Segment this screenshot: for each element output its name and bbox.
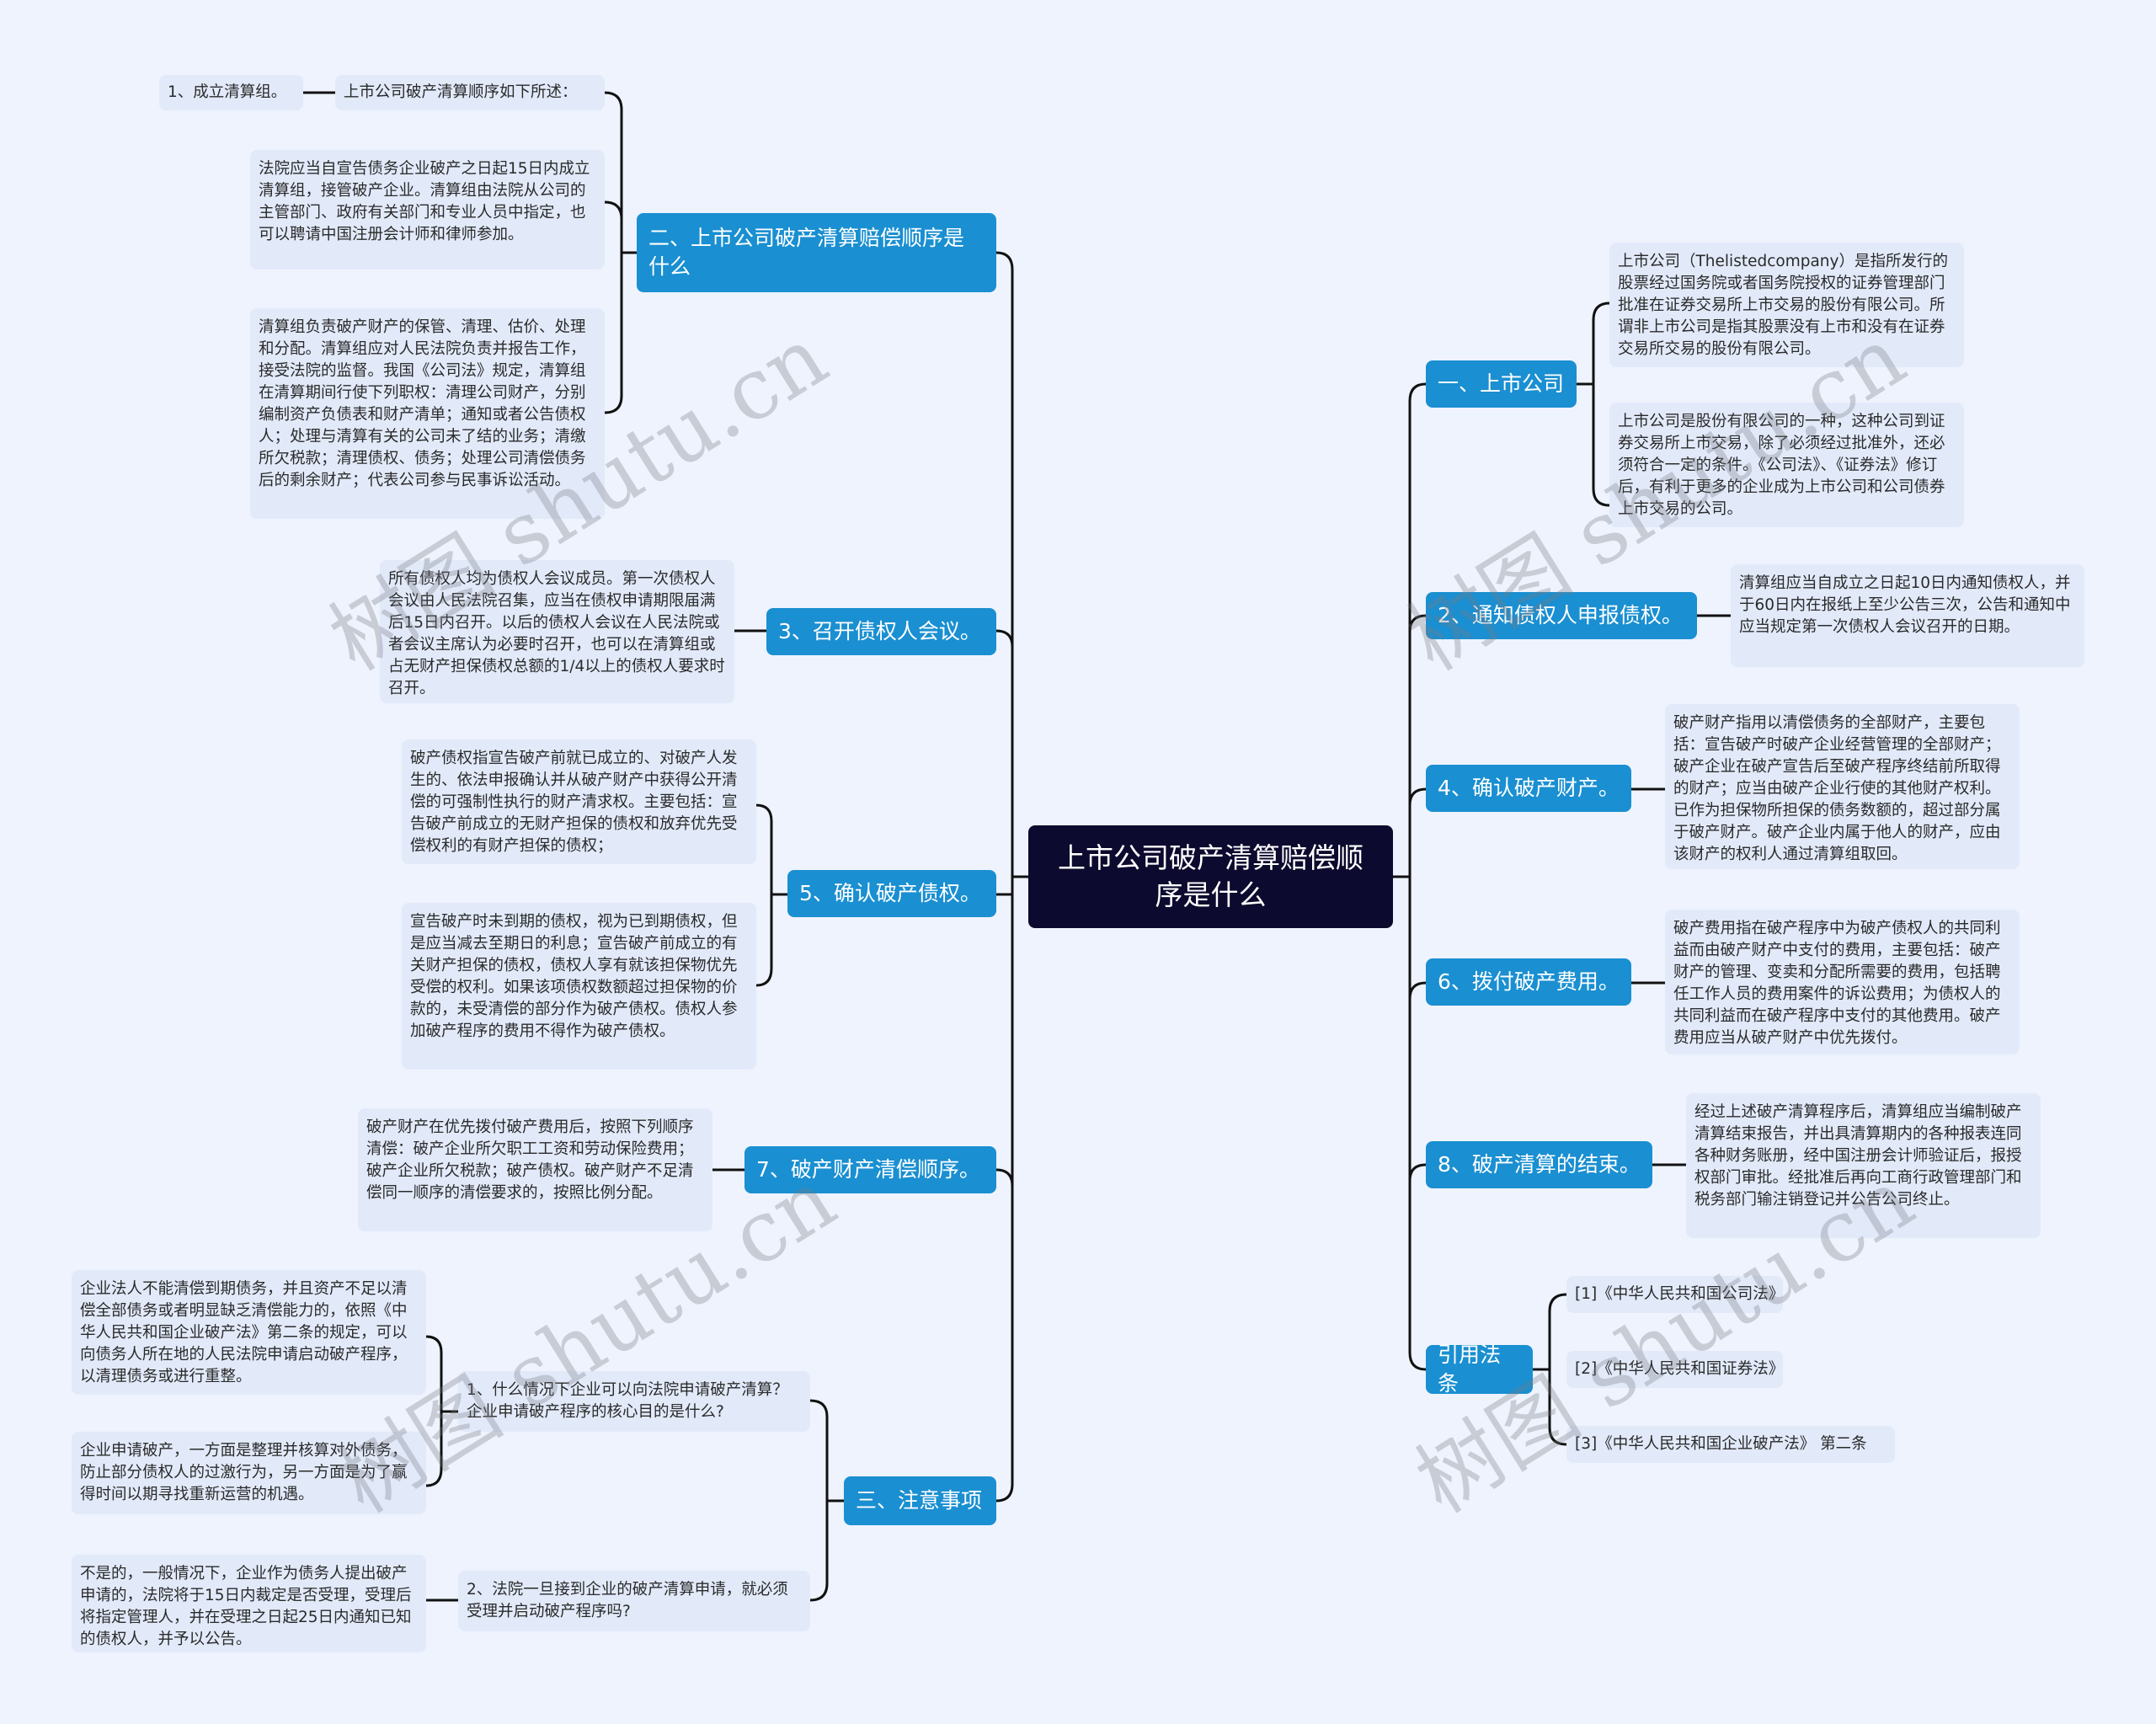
branch-8-liquidation-end[interactable]: 8、破产清算的结束。 — [1426, 1141, 1652, 1188]
connector-right-b4 — [1408, 787, 1427, 806]
connector-b5-bracket — [755, 803, 787, 987]
branch-cited-laws[interactable]: 引用法条 — [1426, 1342, 1533, 1396]
branch-section-1-listed-company[interactable]: 一、上市公司 — [1426, 360, 1577, 408]
root-node[interactable]: 上市公司破产清算赔偿顺序是什么 — [1028, 825, 1393, 928]
connector-left-b7 — [995, 1168, 1014, 1187]
b2-leaf-1[interactable]: 法院应当自宣告债务企业破产之日起15日内成立清算组，接管破产企业。清算组由法院从… — [250, 150, 605, 270]
ref-item[interactable]: [1]《中华人民共和国公司法》 — [1566, 1276, 1784, 1313]
rb1-leaf-2[interactable]: 上市公司是股份有限公司的一种，这种公司到证券交易所上市交易，除了必须经过批准外，… — [1609, 403, 1964, 527]
rb4-leaf[interactable]: 破产财产指用以清偿债务的全部财产，主要包括：宣告破产时破产企业经营管理的全部财产… — [1665, 704, 2020, 869]
branch-5-confirm-claims[interactable]: 5、确认破产债权。 — [787, 870, 996, 917]
connector-right-b8 — [1408, 1163, 1427, 1182]
connector-right-b2 — [1408, 614, 1427, 632]
b2-sub-child-node[interactable]: 1、成立清算组。 — [159, 75, 303, 110]
rb8-leaf[interactable]: 经过上述破产清算程序后，清算组应当编制破产清算结束报告，并出具清算期内的各种报表… — [1686, 1093, 2041, 1238]
branch-section-2[interactable]: 二、上市公司破产清算赔偿顺序是什么 — [637, 213, 996, 292]
connector-right-b6 — [1408, 981, 1427, 1000]
q2-node[interactable]: 2、法院一旦接到企业的破产清算申请，就必须受理并启动破产程序吗? — [458, 1571, 810, 1631]
rb2-leaf[interactable]: 清算组应当自成立之日起10日内通知债权人，并于60日内在报纸上至少公告三次，公告… — [1731, 564, 2084, 667]
b7-leaf[interactable]: 破产财产在优先拨付破产费用后，按照下列顺序清偿：破产企业所欠职工工资和劳动保险费… — [358, 1108, 712, 1231]
branch-section-3-notes[interactable]: 三、注意事项 — [844, 1476, 996, 1525]
branch-7-repayment-order[interactable]: 7、破产财产清偿顺序。 — [744, 1146, 996, 1193]
b2-leaf-2[interactable]: 清算组负责破产财产的保管、清理、估价、处理和分配。清算组应对人民法院负责并报告工… — [250, 308, 605, 519]
q1-answer-1[interactable]: 企业法人不能清偿到期债务，并且资产不足以清偿全部债务或者明显缺乏清偿能力的，依照… — [72, 1270, 426, 1395]
connector-rb1-bracket — [1577, 302, 1610, 507]
connector-b2-bracket — [604, 91, 637, 414]
ref-item[interactable]: [3]《中华人民共和国企业破产法》 第二条 — [1566, 1426, 1895, 1463]
branch-4-confirm-property[interactable]: 4、确认破产财产。 — [1426, 765, 1631, 812]
ref-item[interactable]: [2]《中华人民共和国证券法》 — [1566, 1351, 1784, 1388]
connector-refs-bracket — [1533, 1293, 1567, 1446]
rb6-leaf[interactable]: 破产费用指在破产程序中为破产债权人的共同利益而由破产财产中支付的费用，主要包括：… — [1665, 910, 2020, 1054]
rb1-leaf-1[interactable]: 上市公司（Thelistedcompany）是指所发行的股票经过国务院或者国务院… — [1609, 243, 1964, 367]
b3-leaf[interactable]: 所有债权人均为债权人会议成员。第一次债权人会议由人民法院召集，应当在债权申请期限… — [380, 560, 734, 703]
connector-3n-bracket — [809, 1399, 844, 1602]
q2-answer-1[interactable]: 不是的，一般情况下，企业作为债务人提出破产申请的，法院将于15日内裁定是否受理，… — [72, 1555, 426, 1652]
right-trunk — [1408, 382, 1427, 1371]
q1-node[interactable]: 1、什么情况下企业可以向法院申请破产清算？企业申请破产程序的核心目的是什么? — [458, 1371, 810, 1432]
connector-left-b3 — [995, 629, 1014, 648]
branch-2-notify-creditors[interactable]: 2、通知债权人申报债权。 — [1426, 592, 1697, 639]
b2-sub-node[interactable]: 上市公司破产清算顺序如下所述： — [335, 75, 605, 110]
q1-answer-2[interactable]: 企业申请破产，一方面是整理并核算对外债务，防止部分债权人的过激行为，另一方面是为… — [72, 1432, 426, 1514]
left-trunk — [995, 251, 1014, 1502]
branch-3-creditors-meeting[interactable]: 3、召开债权人会议。 — [766, 608, 996, 655]
b5-leaf-1[interactable]: 破产债权指宣告破产前就已成立的、对破产人发生的、依法申报确认并从破产财产中获得公… — [402, 739, 756, 864]
branch-6-pay-expenses[interactable]: 6、拨付破产费用。 — [1426, 958, 1631, 1006]
connector-q1-bracket — [425, 1335, 458, 1487]
b5-leaf-2[interactable]: 宣告破产时未到期的债权，视为已到期债权，但是应当减去至期日的利息；宣告破产前成立… — [402, 903, 756, 1070]
